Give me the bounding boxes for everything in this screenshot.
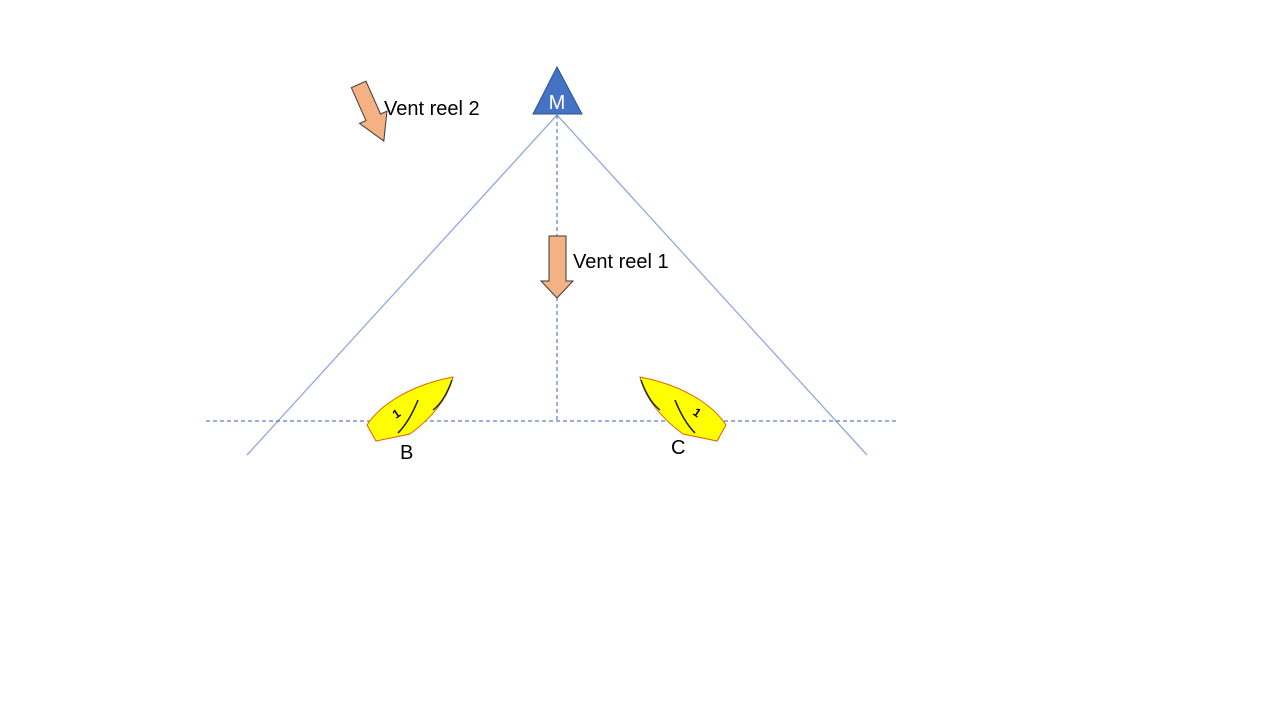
boat-b-mainsail xyxy=(397,399,419,434)
boat-c-hull xyxy=(639,376,727,442)
wind-arrow-2-label: Vent reel 2 xyxy=(384,98,480,120)
mark-label: M xyxy=(549,92,566,114)
port-layline xyxy=(246,114,558,456)
boat-c: 1 xyxy=(639,376,727,442)
boat-c-label: C xyxy=(671,437,685,459)
wind-arrow-1-shape xyxy=(539,235,575,299)
wind-arrow-2-shape xyxy=(350,80,388,142)
boat-b-jib xyxy=(432,379,453,411)
wind-arrow-1 xyxy=(539,235,575,299)
starboard-layline xyxy=(556,114,868,456)
wind-arrow-1-label: Vent reel 1 xyxy=(573,251,669,273)
wind-arrow-2 xyxy=(350,80,388,142)
boat-b-hull xyxy=(366,376,454,442)
boat-c-mainsail xyxy=(674,399,696,434)
boat-b: 1 xyxy=(366,376,454,442)
mark: M xyxy=(532,65,583,115)
mark-triangle xyxy=(532,65,583,115)
boat-b-label: B xyxy=(400,442,413,464)
boat-c-jib xyxy=(640,379,661,411)
